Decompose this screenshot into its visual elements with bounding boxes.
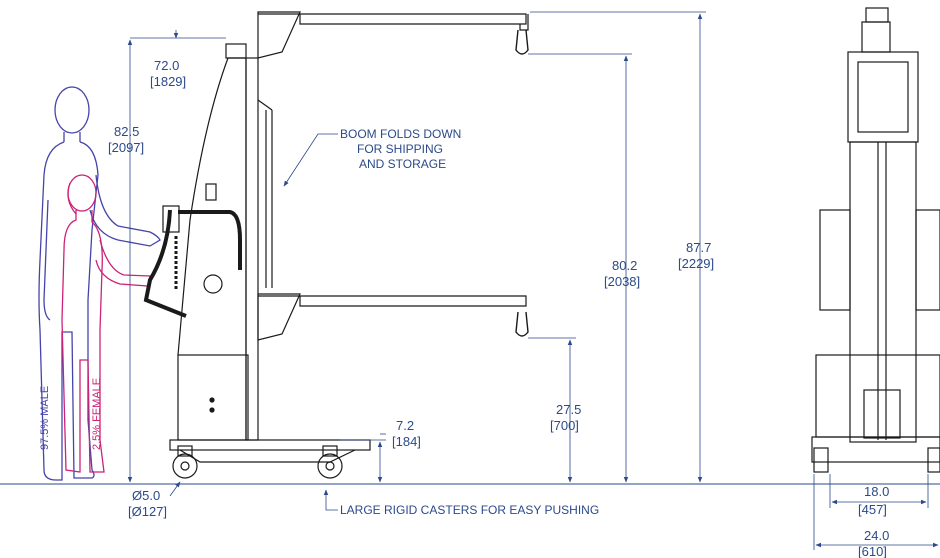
overall-height-mm: [2229] bbox=[678, 256, 714, 271]
upper-hook-in: 80.2 bbox=[612, 258, 637, 273]
female-figure bbox=[61, 174, 151, 473]
upper-hook-mm: [2038] bbox=[604, 274, 640, 289]
outer-width-in: 24.0 bbox=[864, 528, 889, 543]
left-caster bbox=[172, 453, 198, 479]
caster-diameter-mm: [Ø127] bbox=[128, 504, 167, 519]
male-label: 97.5% MALE bbox=[39, 386, 51, 450]
caster-diameter-in: Ø5.0 bbox=[132, 488, 160, 503]
boom-offset-mm: [1829] bbox=[150, 74, 186, 89]
inner-width-in: 18.0 bbox=[864, 484, 889, 499]
boom-note-line3: AND STORAGE bbox=[359, 157, 446, 171]
overall-height-in: 87.7 bbox=[686, 240, 711, 255]
caster-note: LARGE RIGID CASTERS FOR EASY PUSHING bbox=[340, 503, 599, 517]
column-height-mm: [2097] bbox=[108, 140, 144, 155]
lower-hook-in: 27.5 bbox=[556, 402, 581, 417]
column-height-in: 82.5 bbox=[114, 124, 139, 139]
clearance-in: 7.2 bbox=[396, 418, 414, 433]
lower-hook-mm: [700] bbox=[550, 418, 579, 433]
female-label: 2.5% FEMALE bbox=[91, 378, 103, 450]
clearance-mm: [184] bbox=[392, 434, 421, 449]
side-view-lift bbox=[143, 11, 529, 479]
boom-note-line1: BOOM FOLDS DOWN bbox=[340, 127, 461, 141]
boom-note-line2: FOR SHIPPING bbox=[357, 142, 443, 156]
inner-width-mm: [457] bbox=[858, 502, 887, 517]
boom-offset-in: 72.0 bbox=[154, 58, 179, 73]
front-view-lift bbox=[811, 7, 940, 473]
right-caster bbox=[317, 453, 343, 479]
outer-width-mm: [610] bbox=[858, 544, 887, 558]
dimension-lines bbox=[127, 11, 939, 550]
